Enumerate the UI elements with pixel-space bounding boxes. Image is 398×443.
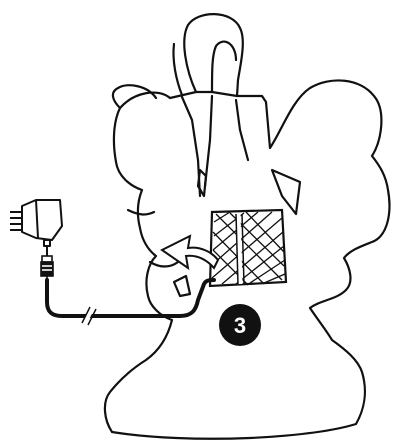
step-badge: 3 xyxy=(219,304,261,346)
arrow-icon xyxy=(162,236,218,268)
step-number: 3 xyxy=(234,313,246,338)
power-adapter-icon xyxy=(10,200,62,256)
battery-compartment-icon xyxy=(210,210,286,286)
